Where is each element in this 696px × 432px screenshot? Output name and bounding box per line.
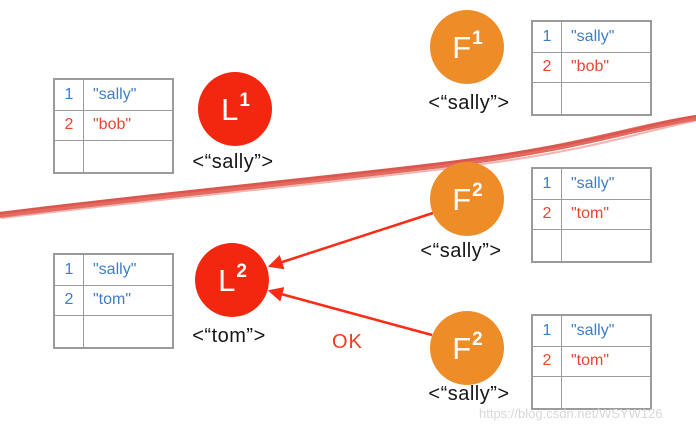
message-label-follower2b: <“sally”> (428, 383, 510, 405)
table-cell-value: "tom" (571, 205, 610, 223)
table-cell-key: 2 (55, 110, 84, 141)
message-label-follower1: <“sally”> (428, 92, 510, 114)
table-cell-key: 2 (533, 346, 562, 377)
table-row: 2 "tom" (533, 346, 650, 378)
node-superscript: 1 (239, 89, 250, 111)
node-letter: F (452, 181, 472, 217)
node-superscript: 2 (236, 260, 247, 282)
table-cell-value (84, 141, 172, 172)
node-letter: L (221, 91, 239, 127)
table-cell-key: 2 (55, 285, 84, 316)
table-cell-value: "bob" (571, 58, 610, 76)
table-cell-key (55, 316, 84, 347)
table-cell-key: 1 (533, 169, 562, 199)
follower1-table: 1 "sally" 2 "bob" (531, 20, 652, 116)
table-row: 2 "bob" (533, 52, 650, 84)
table-cell-value (562, 83, 650, 114)
node-letter: L (218, 262, 236, 298)
table-cell-value (562, 230, 650, 261)
table-cell-value: "sally" (93, 85, 137, 103)
node-superscript: 2 (472, 328, 483, 350)
table-row (533, 83, 650, 114)
message-label-leader1: <“sally”> (192, 151, 274, 173)
table-row: 1 "sally" (533, 22, 650, 53)
follower2b-table: 1 "sally" 2 "tom" (531, 314, 652, 410)
message-label-leader2: <“tom”> (192, 325, 266, 347)
table-cell-key: 1 (55, 80, 84, 110)
node-letter: F (452, 330, 472, 366)
watermark: https://blog.csdn.net/WSYW126 (479, 406, 663, 421)
table-row (55, 141, 172, 172)
table-cell-key: 1 (533, 316, 562, 346)
replication-arrow-from-f2a (267, 211, 434, 270)
node-letter: F (452, 29, 472, 65)
table-cell-value: "sally" (571, 174, 615, 192)
ok-annotation: OK (332, 331, 363, 353)
leader1-table: 1 "sally" 2 "bob" (53, 78, 174, 174)
table-cell-key: 1 (533, 22, 562, 52)
table-cell-value: "sally" (571, 27, 615, 45)
table-cell-value: "tom" (571, 352, 610, 370)
table-row: 2 "tom" (55, 285, 172, 317)
table-row (55, 316, 172, 347)
leader2-table: 1 "sally" 2 "tom" (53, 253, 174, 349)
table-row (533, 230, 650, 261)
table-cell-key (55, 141, 84, 172)
table-cell-value (562, 377, 650, 408)
table-row (533, 377, 650, 408)
message-label-follower2a: <“sally”> (420, 240, 502, 262)
table-row: 1 "sally" (533, 169, 650, 200)
table-cell-key: 1 (55, 255, 84, 285)
table-cell-key (533, 230, 562, 261)
table-row: 1 "sally" (55, 80, 172, 111)
table-cell-key: 2 (533, 199, 562, 230)
node-superscript: 1 (472, 27, 483, 49)
table-cell-key: 2 (533, 52, 562, 83)
node-superscript: 2 (472, 179, 483, 201)
table-cell-value: "tom" (93, 291, 132, 309)
follower2a-table: 1 "sally" 2 "tom" (531, 167, 652, 263)
table-row: 1 "sally" (55, 255, 172, 286)
table-row: 2 "tom" (533, 199, 650, 231)
table-cell-value (84, 316, 172, 347)
table-cell-key (533, 377, 562, 408)
table-cell-key (533, 83, 562, 114)
table-cell-value: "sally" (571, 321, 615, 339)
replication-arrow-from-f2b (267, 287, 433, 337)
table-row: 2 "bob" (55, 110, 172, 142)
table-cell-value: "bob" (93, 116, 132, 134)
table-cell-value: "sally" (93, 260, 137, 278)
table-row: 1 "sally" (533, 316, 650, 347)
